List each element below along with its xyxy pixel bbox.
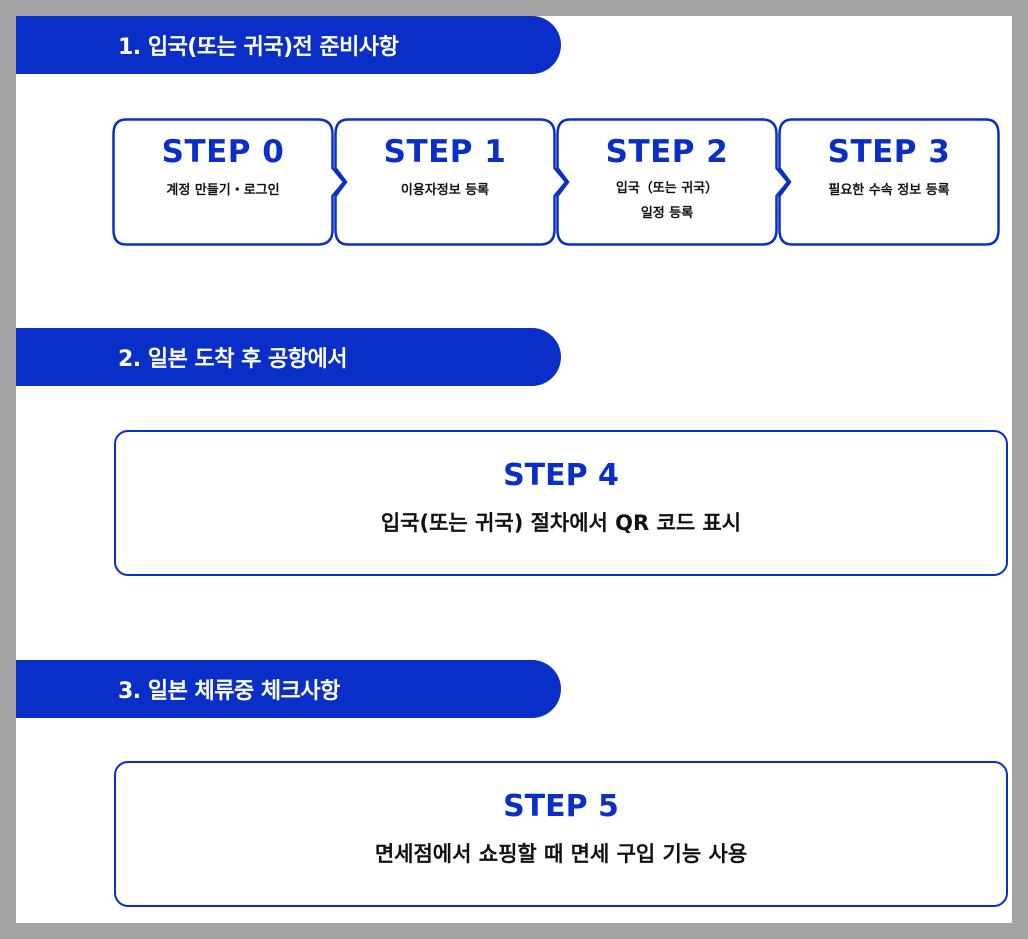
page: 1. 입국(또는 귀국)전 준비사항 STEP 0 계정 만들기・로그인 STE… [16,16,1012,923]
step-1-desc: 이용자정보 등록 [400,183,490,198]
step-4-title: STEP 4 [503,458,619,493]
step-1-card[interactable]: STEP 1 이용자정보 등록 [334,118,568,246]
step-5-desc: 면세점에서 쇼핑할 때 면세 구입 기능 사용 [374,842,748,866]
step-4-card[interactable]: STEP 4 입국(또는 귀국) 절차에서 QR 코드 표시 [114,430,1008,576]
step-0-title: STEP 0 [161,134,285,170]
step-2-desc: 입국（또는 귀국） 일정 등록 [615,181,719,221]
step-3-shape [778,118,1000,246]
step-2-card[interactable]: STEP 2 입국（또는 귀국） 일정 등록 [556,118,790,246]
section-title: 3. 일본 체류중 체크사항 [118,679,340,704]
step-2-title: STEP 2 [605,134,729,170]
step-3-title: STEP 3 [827,134,951,170]
step-0-desc: 계정 만들기・로그인 [166,183,280,198]
step-0-shape [112,118,346,246]
step-0-card[interactable]: STEP 0 계정 만들기・로그인 [112,118,346,246]
section-title: 2. 일본 도착 후 공항에서 [118,347,347,372]
step-2-shape [556,118,790,246]
step-1-shape [334,118,568,246]
section-title: 1. 입국(또는 귀국)전 준비사항 [118,35,399,60]
step-3-desc: 필요한 수속 정보 등록 [828,183,950,198]
section-header-preparation: 1. 입국(또는 귀국)전 준비사항 [16,16,561,74]
step-1-title: STEP 1 [383,134,507,170]
step-5-card[interactable]: STEP 5 면세점에서 쇼핑할 때 면세 구입 기능 사용 [114,761,1008,907]
step-3-card[interactable]: STEP 3 필요한 수속 정보 등록 [778,118,1000,246]
step-5-title: STEP 5 [503,789,619,824]
step-flow: STEP 0 계정 만들기・로그인 STEP 1 이용자정보 등록 STEP 2… [112,118,1002,246]
section-header-stay: 3. 일본 체류중 체크사항 [16,660,561,718]
step-4-desc: 입국(또는 귀국) 절차에서 QR 코드 표시 [380,511,742,535]
section-header-airport: 2. 일본 도착 후 공항에서 [16,328,561,386]
